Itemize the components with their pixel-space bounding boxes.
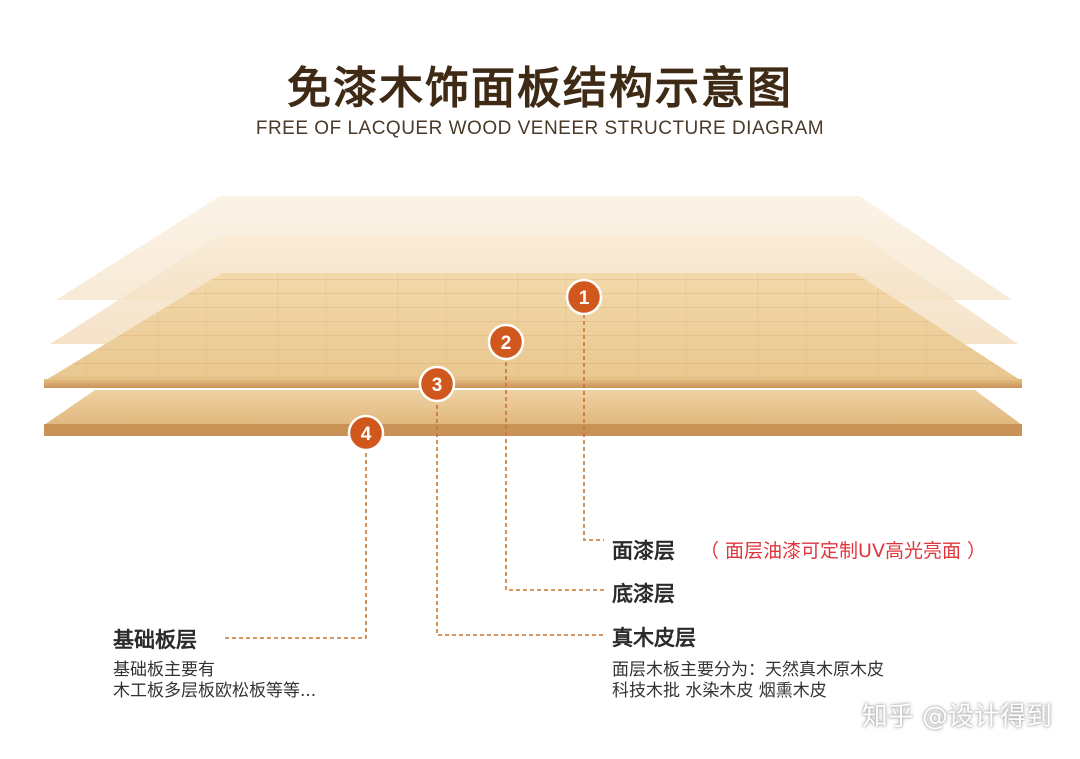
note-face-lacquer: （ 面层油漆可定制UV高光亮面 ）	[700, 540, 986, 562]
label-substrate: 基础板层	[113, 628, 197, 652]
marker-2: 2	[487, 323, 525, 361]
marker-2-number: 2	[501, 333, 512, 354]
marker-1-number: 1	[579, 288, 590, 309]
diagram-title: 免漆木饰面板结构示意图	[287, 63, 793, 114]
leader-line-3	[436, 398, 604, 636]
diagram-subtitle: FREE OF LACQUER WOOD VENEER STRUCTURE DI…	[255, 118, 825, 139]
veneer-desc-line-2: 科技木批 水染木皮 烟熏木皮	[612, 681, 827, 701]
substrate-desc-line-1: 基础板主要有	[113, 660, 215, 680]
substrate-board-top	[44, 390, 1022, 425]
marker-4: 4	[347, 414, 385, 452]
label-face-lacquer: 面漆层	[612, 539, 675, 563]
leader-line-1	[583, 314, 604, 541]
label-base-lacquer: 底漆层	[612, 582, 675, 606]
substrate-board-edge	[44, 424, 1022, 436]
label-veneer: 真木皮层	[612, 626, 696, 650]
watermark: 知乎 @设计得到	[861, 702, 1052, 732]
marker-4-number: 4	[361, 424, 372, 445]
marker-3-number: 3	[432, 375, 443, 396]
veneer-desc-line-1: 面层木板主要分为：天然真木原木皮	[612, 660, 884, 680]
substrate-desc-line-2: 木工板多层板欧松板等等...	[113, 681, 317, 701]
marker-3: 3	[418, 365, 456, 403]
marker-1: 1	[565, 278, 603, 316]
leader-line-2	[505, 355, 604, 591]
wood-veneer-edge	[44, 379, 1022, 388]
wood-veneer-grain	[46, 273, 1020, 380]
leader-line-4	[222, 446, 367, 639]
